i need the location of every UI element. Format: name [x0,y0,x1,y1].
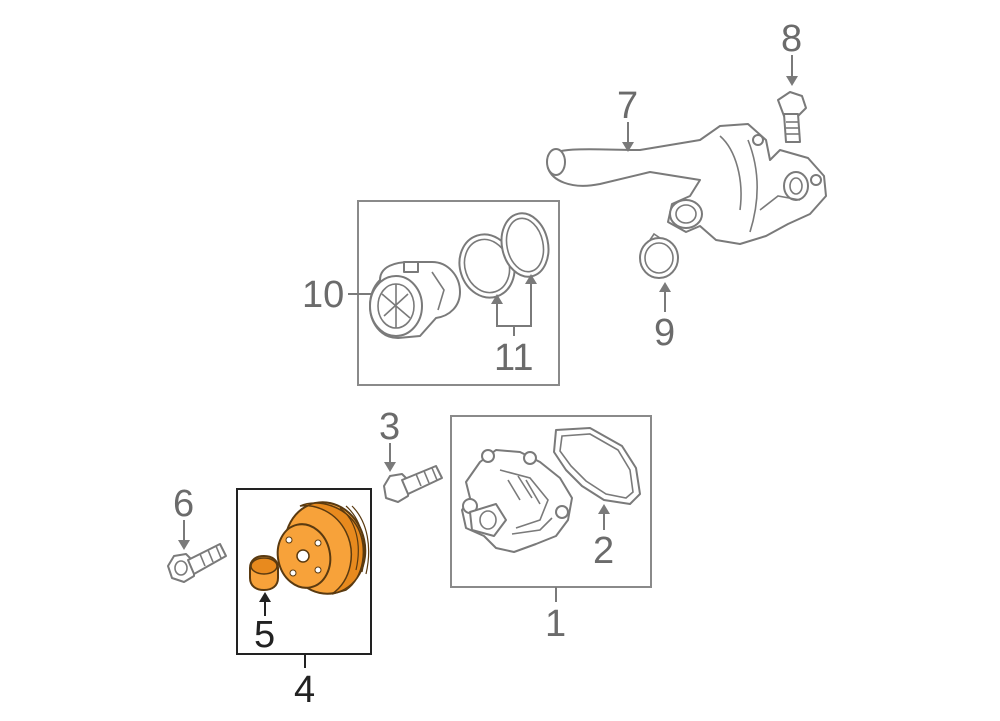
part-2-pump-gasket[interactable] [553,427,641,505]
part-7-thermostat-housing[interactable] [546,123,827,245]
arrow-6 [178,540,190,550]
callout-2[interactable]: 2 [593,530,614,572]
part-10-thermostat[interactable] [369,261,461,339]
callout-1[interactable]: 1 [545,603,566,645]
part-5-cap[interactable] [249,554,279,592]
arrow-5 [259,592,271,602]
callout-9[interactable]: 9 [654,312,675,354]
arrow-8 [786,76,798,86]
part-11-seals[interactable] [451,209,554,305]
water-pump-frame [450,415,652,588]
callout-8[interactable]: 8 [781,18,802,60]
arrow-11b [525,274,537,284]
arrow-2 [598,504,610,514]
callout-6[interactable]: 6 [173,483,194,525]
callout-3[interactable]: 3 [379,406,400,448]
arrow-7 [622,142,634,152]
part-4-pulley[interactable] [272,495,374,602]
leader-11 [496,282,532,336]
callout-7[interactable]: 7 [617,85,638,127]
part-3-bolt[interactable] [383,465,443,503]
arrow-11a [491,294,503,304]
part-9-gasket[interactable] [639,232,679,279]
part-6-bolt[interactable] [167,543,227,583]
arrow-9 [659,282,671,292]
part-8-bolt[interactable] [777,91,807,143]
callout-10[interactable]: 10 [302,274,344,316]
arrow-3 [384,462,396,472]
callout-11[interactable]: 11 [494,337,533,379]
part-1-water-pump[interactable] [461,449,573,553]
callout-4[interactable]: 4 [294,669,315,711]
pulley-bolt-hole [296,549,310,563]
callout-5[interactable]: 5 [254,614,275,656]
